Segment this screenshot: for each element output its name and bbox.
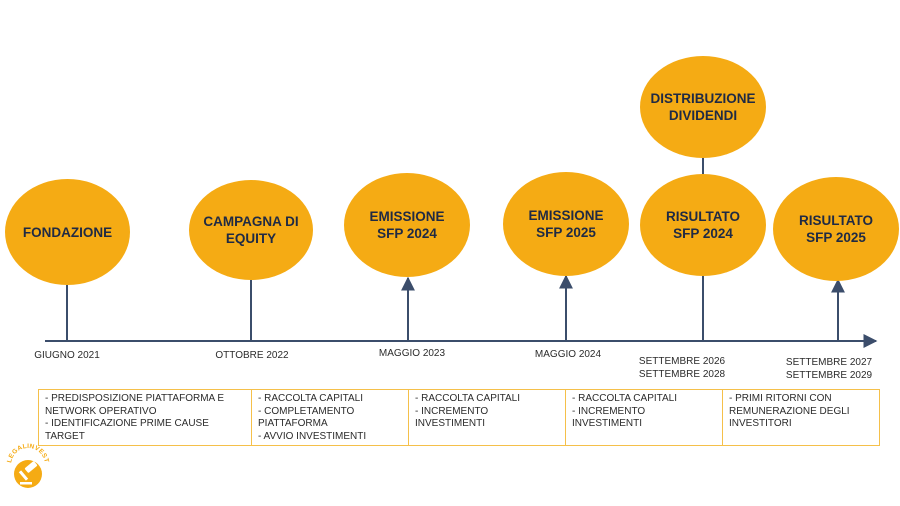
date-risultato-2025: SETTEMBRE 2027 SETTEMBRE 2029 xyxy=(785,357,873,381)
milestone-label: DISTRIBUZIONE DIVIDENDI xyxy=(650,91,756,123)
milestone-label: EMISSIONE SFP 2024 xyxy=(369,209,445,241)
date-campagna: OTTOBRE 2022 xyxy=(215,350,289,361)
milestone-fondazione: FONDAZIONE xyxy=(5,179,130,285)
description-risultato: - PRIMI RITORNI CON REMUNERAZIONE DEGLI … xyxy=(722,389,880,446)
milestone-emissione-2024: EMISSIONE SFP 2024 xyxy=(344,173,470,277)
milestone-dividendi: DISTRIBUZIONE DIVIDENDI xyxy=(640,56,766,158)
milestone-label: EMISSIONE SFP 2025 xyxy=(528,208,604,240)
description-campagna: - RACCOLTA CAPITALI - COMPLETAMENTO PIAT… xyxy=(251,389,409,446)
description-emissione-2025: - RACCOLTA CAPITALI - INCREMENTO INVESTI… xyxy=(565,389,723,446)
milestone-label: RISULTATO SFP 2025 xyxy=(799,213,873,245)
milestone-label: RISULTATO SFP 2024 xyxy=(666,209,740,241)
milestone-risultato-2025: RISULTATO SFP 2025 xyxy=(773,177,899,281)
description-fondazione: - PREDISPOSIZIONE PIATTAFORMA E NETWORK … xyxy=(38,389,252,446)
description-emissione-2024: - RACCOLTA CAPITALI - INCREMENTO INVESTI… xyxy=(408,389,566,446)
milestone-label: CAMPAGNA DI EQUITY xyxy=(203,214,299,246)
date-emissione-2024: MAGGIO 2023 xyxy=(378,348,446,359)
gavel-icon: LEGALINVEST xyxy=(6,443,50,488)
date-risultato-2024: SETTEMBRE 2026 SETTEMBRE 2028 xyxy=(638,356,726,380)
milestone-campagna: CAMPAGNA DI EQUITY xyxy=(189,180,313,280)
date-fondazione: GIUGNO 2021 xyxy=(34,350,100,361)
date-emissione-2025: MAGGIO 2024 xyxy=(534,349,602,360)
legalinvest-logo: LEGALINVEST xyxy=(5,440,51,490)
milestone-risultato-2024: RISULTATO SFP 2024 xyxy=(640,174,766,276)
milestone-label: FONDAZIONE xyxy=(22,224,113,240)
milestone-emissione-2025: EMISSIONE SFP 2025 xyxy=(503,172,629,276)
